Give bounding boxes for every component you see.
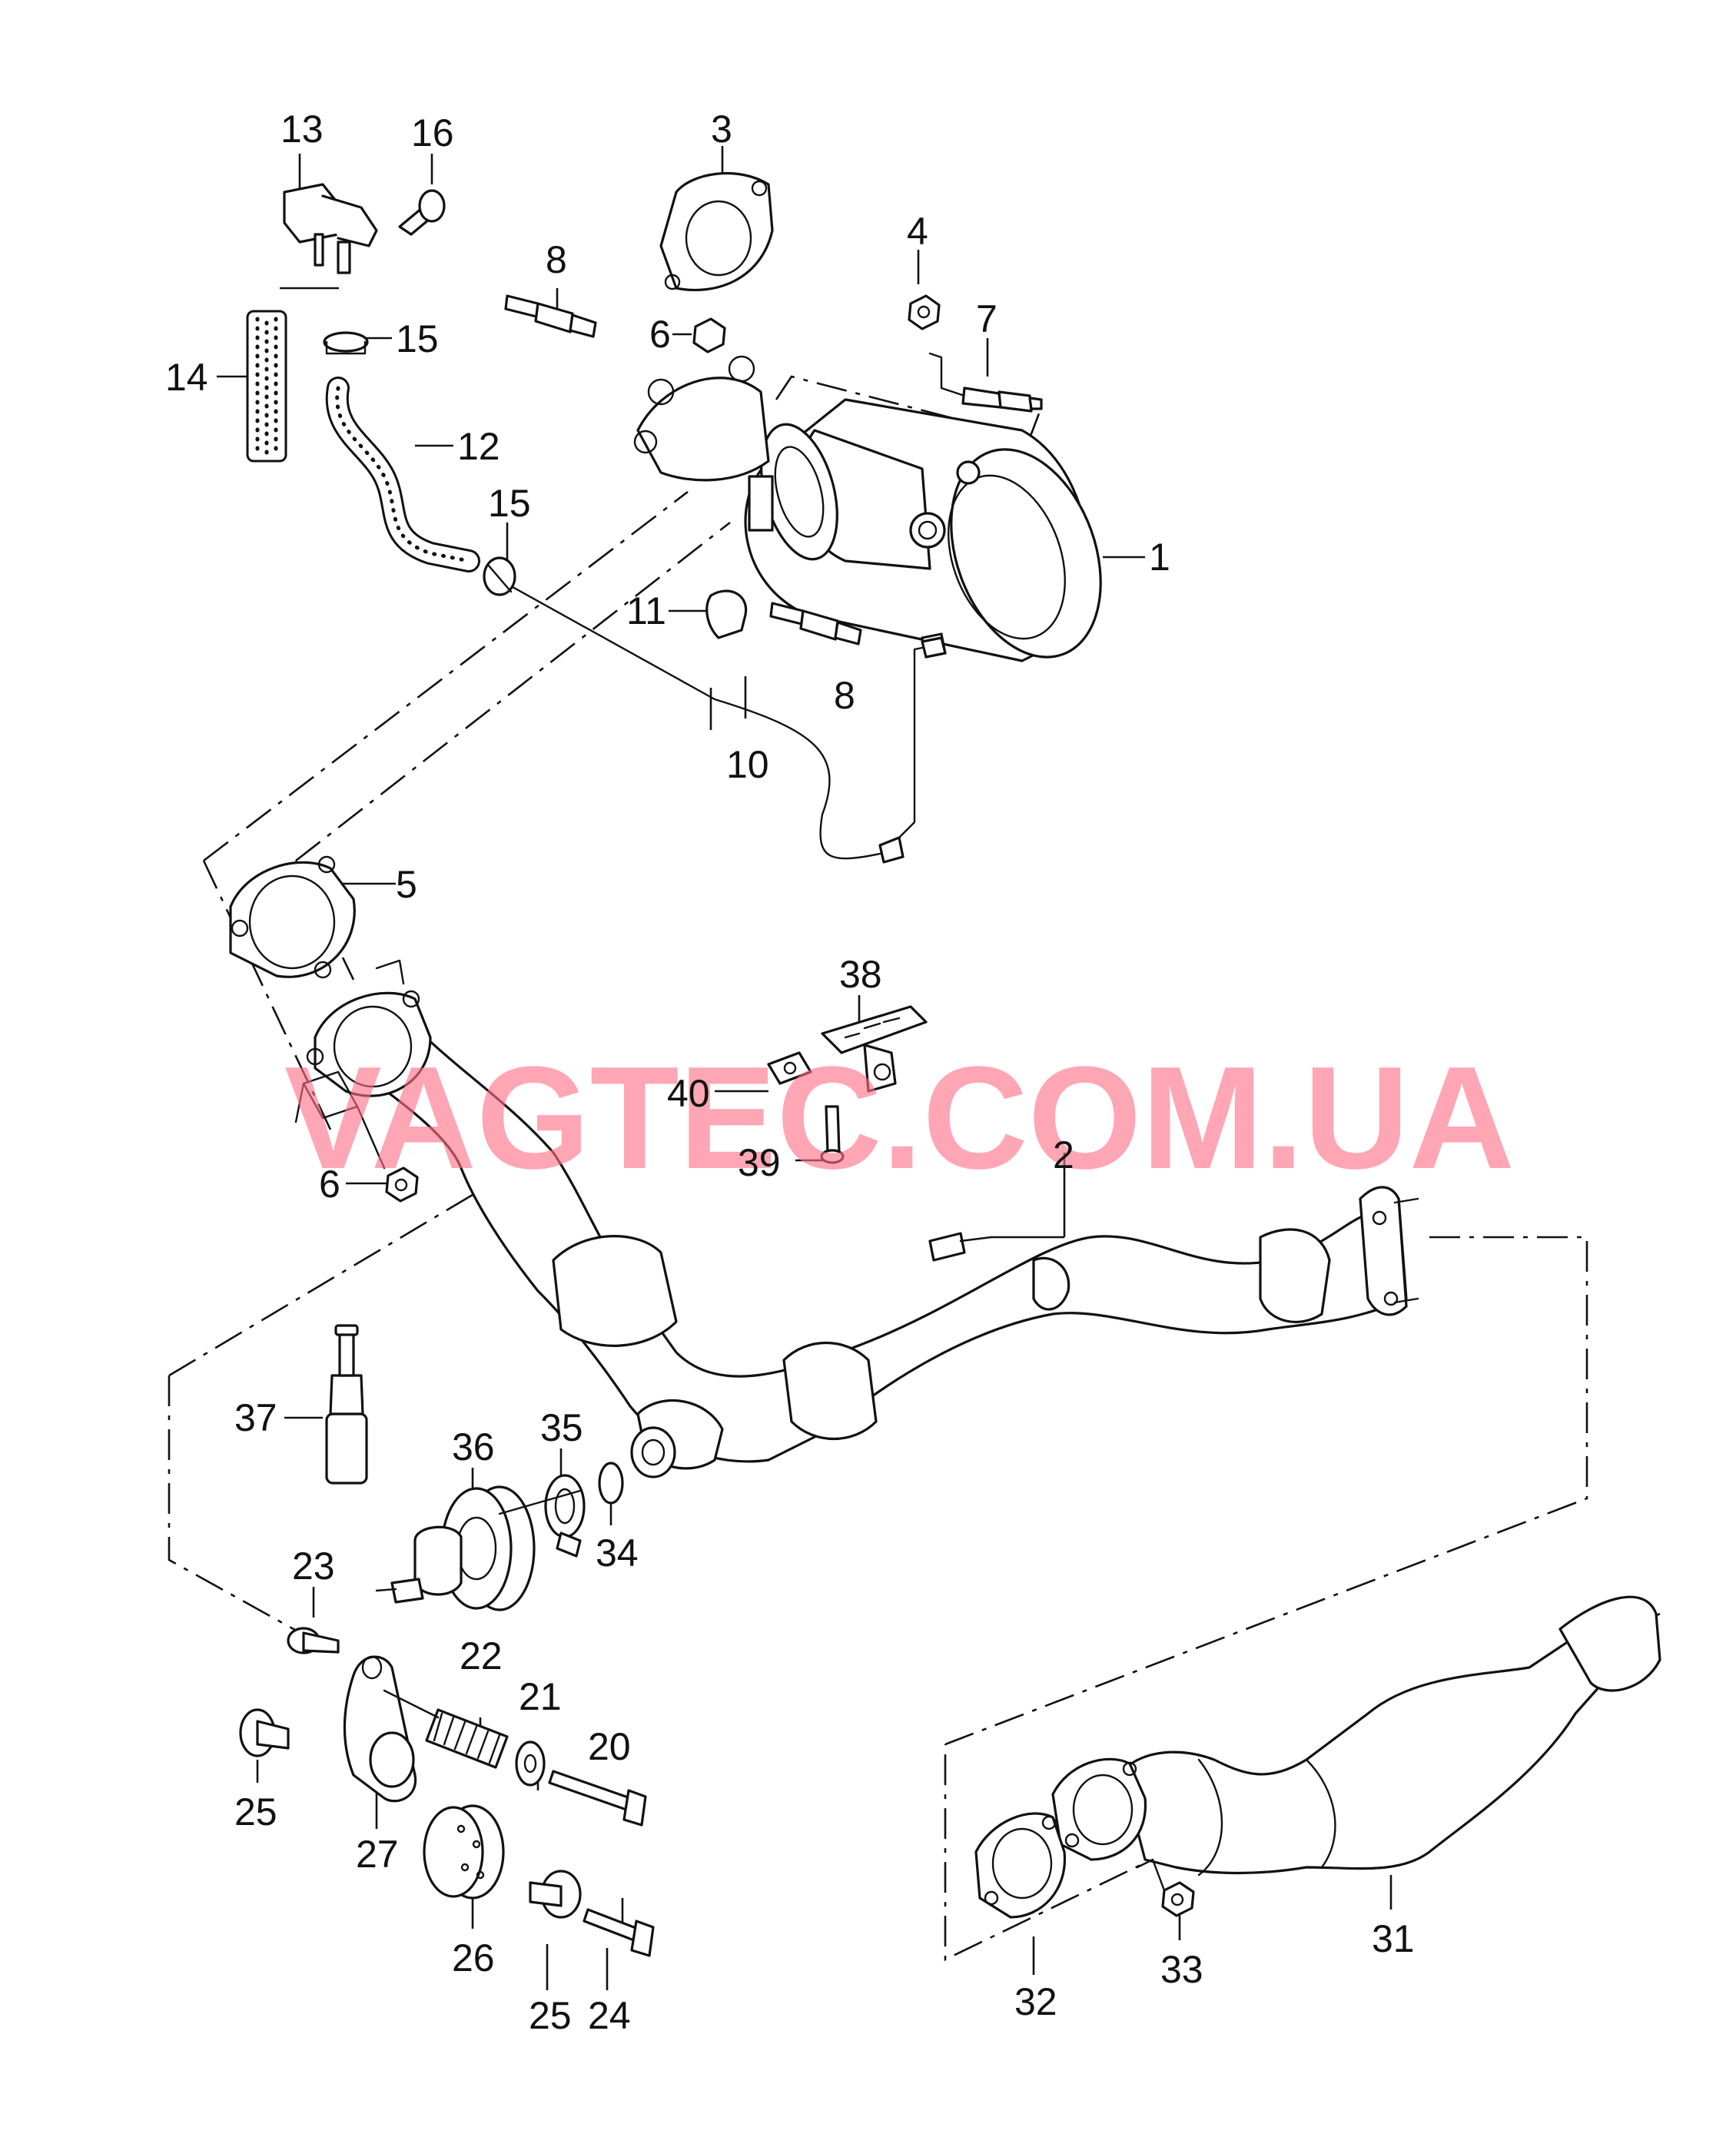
bolt-part-20	[548, 1770, 647, 1827]
nut-part-6-upper	[692, 317, 726, 353]
callout-7: 7	[976, 297, 997, 340]
pressure-sensor-part-13	[279, 183, 378, 290]
callout-4: 4	[907, 210, 928, 253]
particulate-filter-part-1	[633, 355, 1102, 662]
bolt-part-24	[583, 1908, 655, 1957]
hanger-bracket-part-27	[343, 1655, 440, 1803]
callout-2: 2	[1053, 1133, 1074, 1176]
gasket-part-5	[229, 855, 356, 979]
callout-33: 33	[1160, 1948, 1203, 1991]
callout-24: 24	[588, 1994, 631, 2037]
sensor-part-37	[325, 1324, 368, 1485]
gasket-part-3	[659, 171, 774, 292]
hose-clamp-part-15-lower	[483, 556, 516, 596]
callout-38: 38	[839, 953, 882, 996]
nut-part-6-lower	[294, 1070, 419, 1203]
callout-22: 22	[460, 1634, 503, 1677]
assembly-guide-lines	[168, 375, 1661, 1962]
callout-12: 12	[457, 425, 500, 468]
actuator-part-36	[375, 1485, 582, 1611]
lambda-probe-part-8-lower	[769, 602, 862, 645]
callout-25-upper: 25	[234, 1790, 277, 1833]
nut-part-4	[908, 294, 941, 330]
watermark: VAGTEC.COM.UA	[284, 1037, 1515, 1200]
catalytic-converter-part-31	[1051, 1595, 1661, 1877]
callout-15-lower: 15	[488, 482, 531, 525]
spring-part-22	[425, 1708, 509, 1769]
temperature-sender-part-7	[928, 352, 1043, 413]
callout-34: 34	[596, 1531, 639, 1575]
gasket-part-32	[974, 1812, 1067, 1919]
bracket-part-38	[821, 1005, 928, 1093]
callout-25-lower: 25	[529, 1994, 572, 2037]
callout-35: 35	[540, 1406, 583, 1449]
callout-6-upper: 6	[649, 313, 671, 356]
callout-3: 3	[711, 108, 732, 151]
callout-27: 27	[356, 1833, 399, 1876]
callout-1: 1	[1149, 536, 1170, 579]
bolt-part-39	[820, 1105, 845, 1164]
rubber-mount-part-26	[423, 1804, 505, 1900]
callout-21: 21	[519, 1675, 562, 1718]
bushing-part-25-upper	[239, 1708, 290, 1757]
callout-40: 40	[667, 1072, 710, 1115]
callout-labels: 1 2 3 4 5 6 6 7 8 8 10 11 12 13 14 15 15…	[165, 108, 1415, 2037]
callout-8-upper: 8	[546, 238, 567, 281]
lambda-probe-part-8-upper	[504, 294, 597, 338]
callout-23: 23	[292, 1545, 335, 1588]
callout-15-upper: 15	[396, 317, 439, 360]
callout-8-lower: 8	[834, 674, 855, 717]
callout-10: 10	[726, 743, 769, 786]
clip-nut-part-40	[767, 1051, 812, 1085]
nut-part-33	[1136, 1858, 1195, 1917]
washer-part-34	[598, 1462, 624, 1505]
hose-part-14	[246, 310, 287, 463]
callout-16: 16	[411, 111, 454, 154]
callout-20: 20	[588, 1725, 631, 1768]
callout-39: 39	[738, 1141, 781, 1184]
callout-32: 32	[1014, 1980, 1057, 2023]
callout-6-lower: 6	[319, 1163, 340, 1206]
callout-13: 13	[280, 108, 324, 151]
front-exhaust-pipe-part-2	[306, 959, 1419, 1478]
washer-part-21	[515, 1740, 546, 1787]
callout-31: 31	[1372, 1917, 1415, 1960]
callout-5: 5	[396, 863, 417, 906]
callout-36: 36	[452, 1425, 495, 1468]
sensor-cable-part-10	[506, 582, 947, 864]
hose-clamp-part-15-upper	[323, 331, 369, 355]
callout-26: 26	[452, 1936, 495, 1979]
pressure-hose-part-12	[325, 377, 480, 572]
screw-part-16	[398, 189, 446, 236]
callout-14: 14	[165, 356, 208, 399]
clamp-part-35	[544, 1474, 586, 1558]
clip-part-11	[705, 589, 748, 639]
callout-11: 11	[626, 589, 666, 632]
bushing-part-23	[287, 1627, 340, 1654]
bushing-part-25-lower	[529, 1870, 582, 1919]
callout-37: 37	[234, 1396, 277, 1439]
